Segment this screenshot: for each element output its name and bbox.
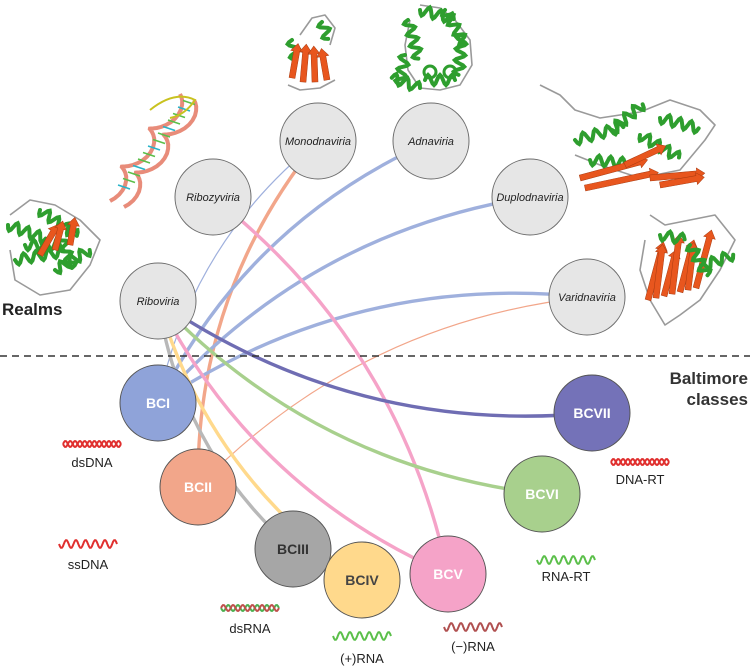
class-label: BCIV — [345, 572, 379, 588]
genome-bcii: ssDNA — [58, 539, 118, 572]
class-label: BCIII — [277, 541, 309, 557]
genome-bci: dsDNA — [62, 440, 122, 470]
class-nodes: BCI BCII BCIII BCIV BCV BCVI BCVII — [119, 364, 631, 619]
class-circle — [254, 510, 332, 588]
class-circle — [323, 541, 401, 619]
realm-label: Varidnaviria — [558, 292, 616, 304]
realm-circle — [491, 158, 569, 236]
realm-label: Riboviria — [137, 296, 180, 308]
protein-structure-icon — [284, 14, 336, 91]
realm-node-monodnaviria[interactable]: Monodnaviria — [279, 102, 357, 180]
realm-node-adnaviria[interactable]: Adnaviria — [392, 102, 470, 180]
class-circle — [553, 374, 631, 452]
rna-structure-icon — [108, 93, 199, 209]
structures-layer — [6, 4, 736, 326]
baltimore-label-line1: Baltimore — [670, 369, 748, 388]
links-layer — [156, 139, 594, 582]
protein-structure-icon — [6, 199, 101, 296]
link-monodnaviria-bcii — [196, 139, 320, 489]
realm-label: Ribozyviria — [186, 192, 240, 204]
link-varidnaviria-bci — [156, 291, 589, 405]
class-circle — [119, 364, 197, 442]
single-strand-icon — [443, 622, 503, 632]
link-varidnaviria-bcii — [197, 296, 588, 488]
genome-labels: dsDNA ssDNA dsRNA (+)RNA (−)RNA RNA-RT DNA-RT — [58, 440, 670, 666]
realm-circle — [279, 102, 357, 180]
realm-circle — [548, 258, 626, 336]
double-helix-strand-icon — [610, 458, 670, 466]
realm-node-varidnaviria[interactable]: Varidnaviria — [548, 258, 626, 336]
realm-label: Duplodnaviria — [496, 192, 563, 204]
genome-label: (+)RNA — [340, 651, 384, 666]
link-duplodnaviria-bci — [156, 195, 532, 405]
realm-node-riboviria[interactable]: Riboviria — [119, 262, 197, 340]
class-label: BCV — [433, 566, 463, 582]
class-circle — [503, 455, 581, 533]
class-node-bcvii[interactable]: BCVII — [553, 374, 631, 452]
realm-label: Adnaviria — [407, 136, 454, 148]
double-helix-strand-icon — [62, 440, 122, 448]
genome-label: ssDNA — [68, 557, 109, 572]
genome-bciv: (+)RNA — [332, 631, 392, 666]
realm-label: Monodnaviria — [285, 136, 351, 148]
genome-bciii: dsRNA — [220, 604, 280, 636]
realm-node-ribozyviria[interactable]: Ribozyviria — [174, 158, 252, 236]
genome-label: dsDNA — [71, 455, 113, 470]
single-strand-icon — [58, 539, 118, 549]
link-ribozyviria-bcv — [211, 195, 450, 576]
single-strand-icon — [536, 555, 596, 565]
realm-circle — [174, 158, 252, 236]
genome-label: RNA-RT — [542, 569, 591, 584]
class-circle — [159, 448, 237, 526]
genome-bcvii: DNA-RT — [610, 458, 670, 487]
realm-circle — [119, 262, 197, 340]
realm-nodes: Riboviria Ribozyviria Monodnaviria Adnaviri… — [119, 102, 626, 340]
class-node-bcvi[interactable]: BCVI — [503, 455, 581, 533]
protein-structure-icon — [389, 4, 473, 93]
protein-structure-icon — [539, 84, 716, 192]
class-label: BCVII — [573, 405, 610, 421]
link-riboviria-bcvi — [156, 299, 544, 496]
class-label: BCII — [184, 479, 212, 495]
class-node-bciii[interactable]: BCIII — [254, 510, 332, 588]
link-monodnaviria-bci — [157, 140, 319, 404]
class-node-bcv[interactable]: BCV — [409, 535, 487, 613]
single-strand-icon — [332, 631, 392, 641]
genome-label: dsRNA — [229, 621, 271, 636]
baltimore-label-line2: classes — [687, 390, 748, 409]
class-circle — [409, 535, 487, 613]
link-riboviria-bcvii — [156, 299, 594, 418]
realm-node-duplodnaviria[interactable]: Duplodnaviria — [491, 158, 569, 236]
genome-label: (−)RNA — [451, 639, 495, 654]
class-node-bci[interactable]: BCI — [119, 364, 197, 442]
genome-label: DNA-RT — [616, 472, 665, 487]
genome-bcvi: RNA-RT — [536, 555, 596, 584]
class-node-bcii[interactable]: BCII — [159, 448, 237, 526]
class-node-bciv[interactable]: BCIV — [323, 541, 401, 619]
realm-circle — [392, 102, 470, 180]
class-label: BCI — [146, 395, 170, 411]
realms-label: Realms — [2, 300, 62, 319]
protein-structure-icon — [639, 214, 736, 326]
link-riboviria-bcv — [156, 299, 450, 576]
double-helix-strand-icon — [220, 604, 280, 612]
class-label: BCVI — [525, 486, 558, 502]
genome-bcv: (−)RNA — [443, 622, 503, 654]
